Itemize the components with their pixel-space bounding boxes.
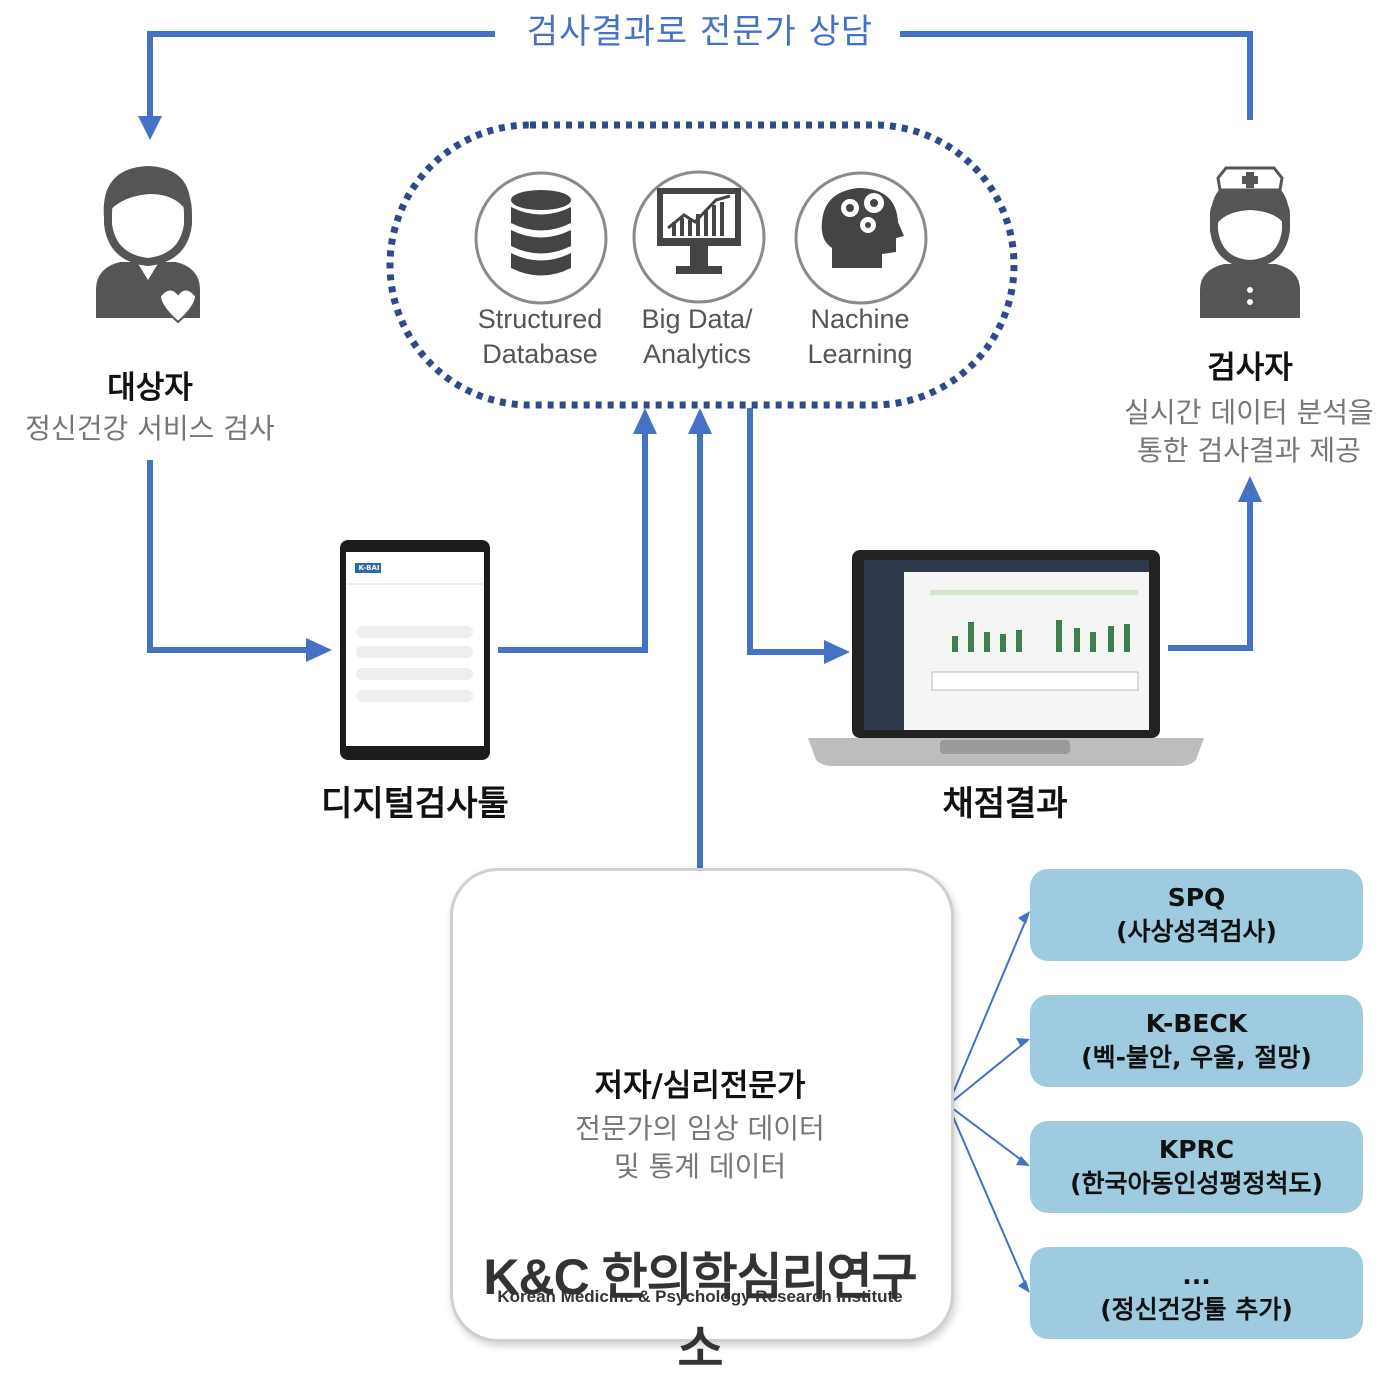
brain-gears-icon	[821, 188, 904, 268]
test-desc: (사상성격검사)	[1116, 917, 1277, 946]
cloud-item-line1: Structured	[477, 304, 603, 334]
tablet-label: 디지털검사툴	[321, 784, 509, 824]
tablet-device	[340, 540, 490, 760]
tablet-to-cloud-arrow	[498, 432, 648, 653]
test-box-spq: SPQ (사상성격검사)	[1030, 869, 1363, 961]
laptop-device	[808, 550, 1204, 766]
expert-subtitle-2: 및 통계 데이터	[613, 1150, 787, 1183]
test-box-kprc: KPRC (한국아동인성평정척도)	[1030, 1121, 1363, 1213]
cloud-item-line1: Big Data/	[641, 304, 753, 334]
data-cloud-outline	[386, 121, 1018, 409]
cloud-item-line2: Database	[482, 339, 598, 369]
laptop-to-examiner-arrow	[1168, 500, 1253, 651]
examiner-subtitle-2: 통한 검사결과 제공	[1137, 434, 1361, 467]
test-desc: (벡-불안, 우울, 절망)	[1081, 1043, 1312, 1072]
examiner-title: 검사자	[1207, 350, 1293, 386]
test-name: ...	[1182, 1261, 1211, 1290]
top-loop-arrow	[900, 31, 1253, 120]
top-arrow-label: 검사결과로 전문가 상담	[500, 4, 900, 53]
test-name: K-BECK	[1145, 1009, 1248, 1038]
expert-title: 저자/심리전문가	[594, 1068, 806, 1104]
expert-to-tests-lines	[947, 914, 1029, 1291]
cloud-item-analytics: Big Data/ Analytics	[617, 302, 777, 372]
database-icon	[511, 190, 571, 276]
kc-logo-title: K&C 한의학심리연구소	[483, 1249, 917, 1377]
subject-to-tablet-arrow	[147, 460, 310, 653]
subject-person-icon	[96, 166, 200, 324]
test-name: SPQ	[1167, 883, 1226, 912]
test-desc: (정신건강툴 추가)	[1100, 1295, 1293, 1324]
test-box-more: ... (정신건강툴 추가)	[1030, 1247, 1363, 1339]
analytics-monitor-icon	[657, 188, 741, 274]
subject-title: 대상자	[107, 370, 193, 406]
cloud-item-database: Structured Database	[455, 302, 625, 372]
cloud-item-line1: Nachine	[810, 304, 910, 334]
cloud-item-line2: Learning	[807, 339, 913, 369]
subject-subtitle: 정신건강 서비스 검사	[25, 412, 275, 445]
expert-subtitle-1: 전문가의 임상 데이터	[575, 1112, 825, 1145]
test-desc: (한국아동인성평정척도)	[1070, 1169, 1323, 1198]
kc-logo-subtitle: Korean Medicine & Psychology Research In…	[497, 1287, 903, 1306]
examiner-subtitle-1: 실시간 데이터 분석을	[1124, 396, 1374, 429]
laptop-label: 채점결과	[942, 784, 1068, 824]
flow-arrows	[96, 31, 1300, 1293]
test-name: KPRC	[1158, 1135, 1235, 1164]
tablet-brand-logo: K-BAI	[358, 564, 380, 572]
cloud-to-laptop-arrow	[747, 408, 828, 655]
test-box-kbeck: K-BECK (벡-불안, 우울, 절망)	[1030, 995, 1363, 1087]
cloud-item-line2: Analytics	[642, 339, 752, 369]
nurse-examiner-icon	[1200, 166, 1300, 318]
cloud-item-learning: Nachine Learning	[780, 302, 940, 372]
expert-panel	[450, 868, 954, 1342]
